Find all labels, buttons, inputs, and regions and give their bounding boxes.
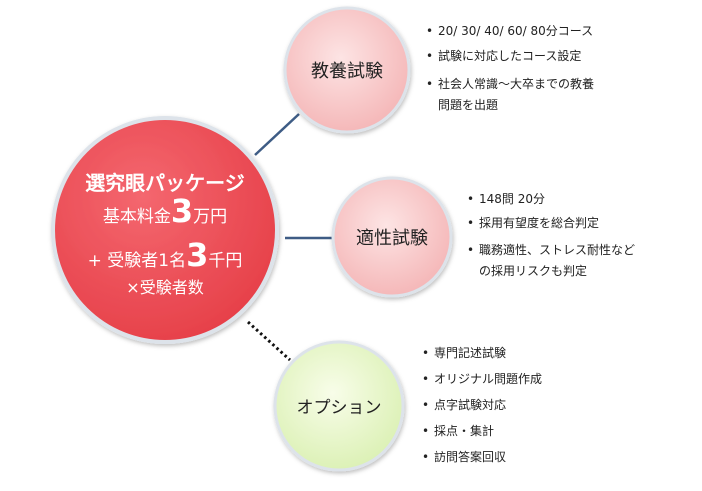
main-plus-prefix: + 受験者1名 [88,251,186,271]
list-item: オリジナル問題作成 [422,372,642,387]
list-item: 148問 20分 [467,192,687,207]
list-item: 専門記述試験 [422,346,642,361]
list-item: 試験に対応したコース設定 [426,49,656,64]
list-item: 社会人常識～大卒までの教養 問題を出題 [426,74,656,116]
node-option-circle [273,340,405,472]
list-item: 20/ 30/ 40/ 60/ 80分コース [426,24,656,39]
main-base-suffix: 万円 [193,207,227,227]
option-bullet-list: 専門記述試験 オリジナル問題作成 点字試験対応 採点・集計 訪問答案回収 [422,346,642,476]
list-item: 職務適性、ストレス耐性など の採用リスクも判定 [467,240,687,282]
list-item: 訪問答案回収 [422,450,642,465]
main-plus-suffix: 千円 [208,251,242,271]
main-plus-number: 3 [186,236,208,274]
main-base-prefix: 基本料金 [103,207,171,227]
list-item: 点字試験対応 [422,398,642,413]
main-multiplier: ×受験者数 [126,278,203,297]
main-plus-price: + 受験者1名3千円 [88,236,243,274]
node-kyoyo-circle [283,6,411,134]
main-title: 選究眼パッケージ [85,171,245,195]
list-item: 採点・集計 [422,424,642,439]
node-kyoyo-label: 教養試験 [311,61,383,82]
connector-option-dotted [246,320,292,362]
kyoyo-bullet-list: 20/ 30/ 40/ 60/ 80分コース 試験に対応したコース設定 社会人常… [426,24,656,126]
node-tekisei-circle [331,176,453,298]
connector-kyoyo [254,113,300,156]
main-base-number: 3 [171,192,193,230]
main-package-circle [51,116,279,344]
list-item: 採用有望度を総合判定 [467,216,687,231]
node-option-label: オプション [297,398,382,418]
main-base-price: 基本料金3万円 [103,192,227,230]
node-tekisei-label: 適性試験 [356,228,428,249]
tekisei-bullet-list: 148問 20分 採用有望度を総合判定 職務適性、ストレス耐性など の採用リスク… [467,192,687,291]
